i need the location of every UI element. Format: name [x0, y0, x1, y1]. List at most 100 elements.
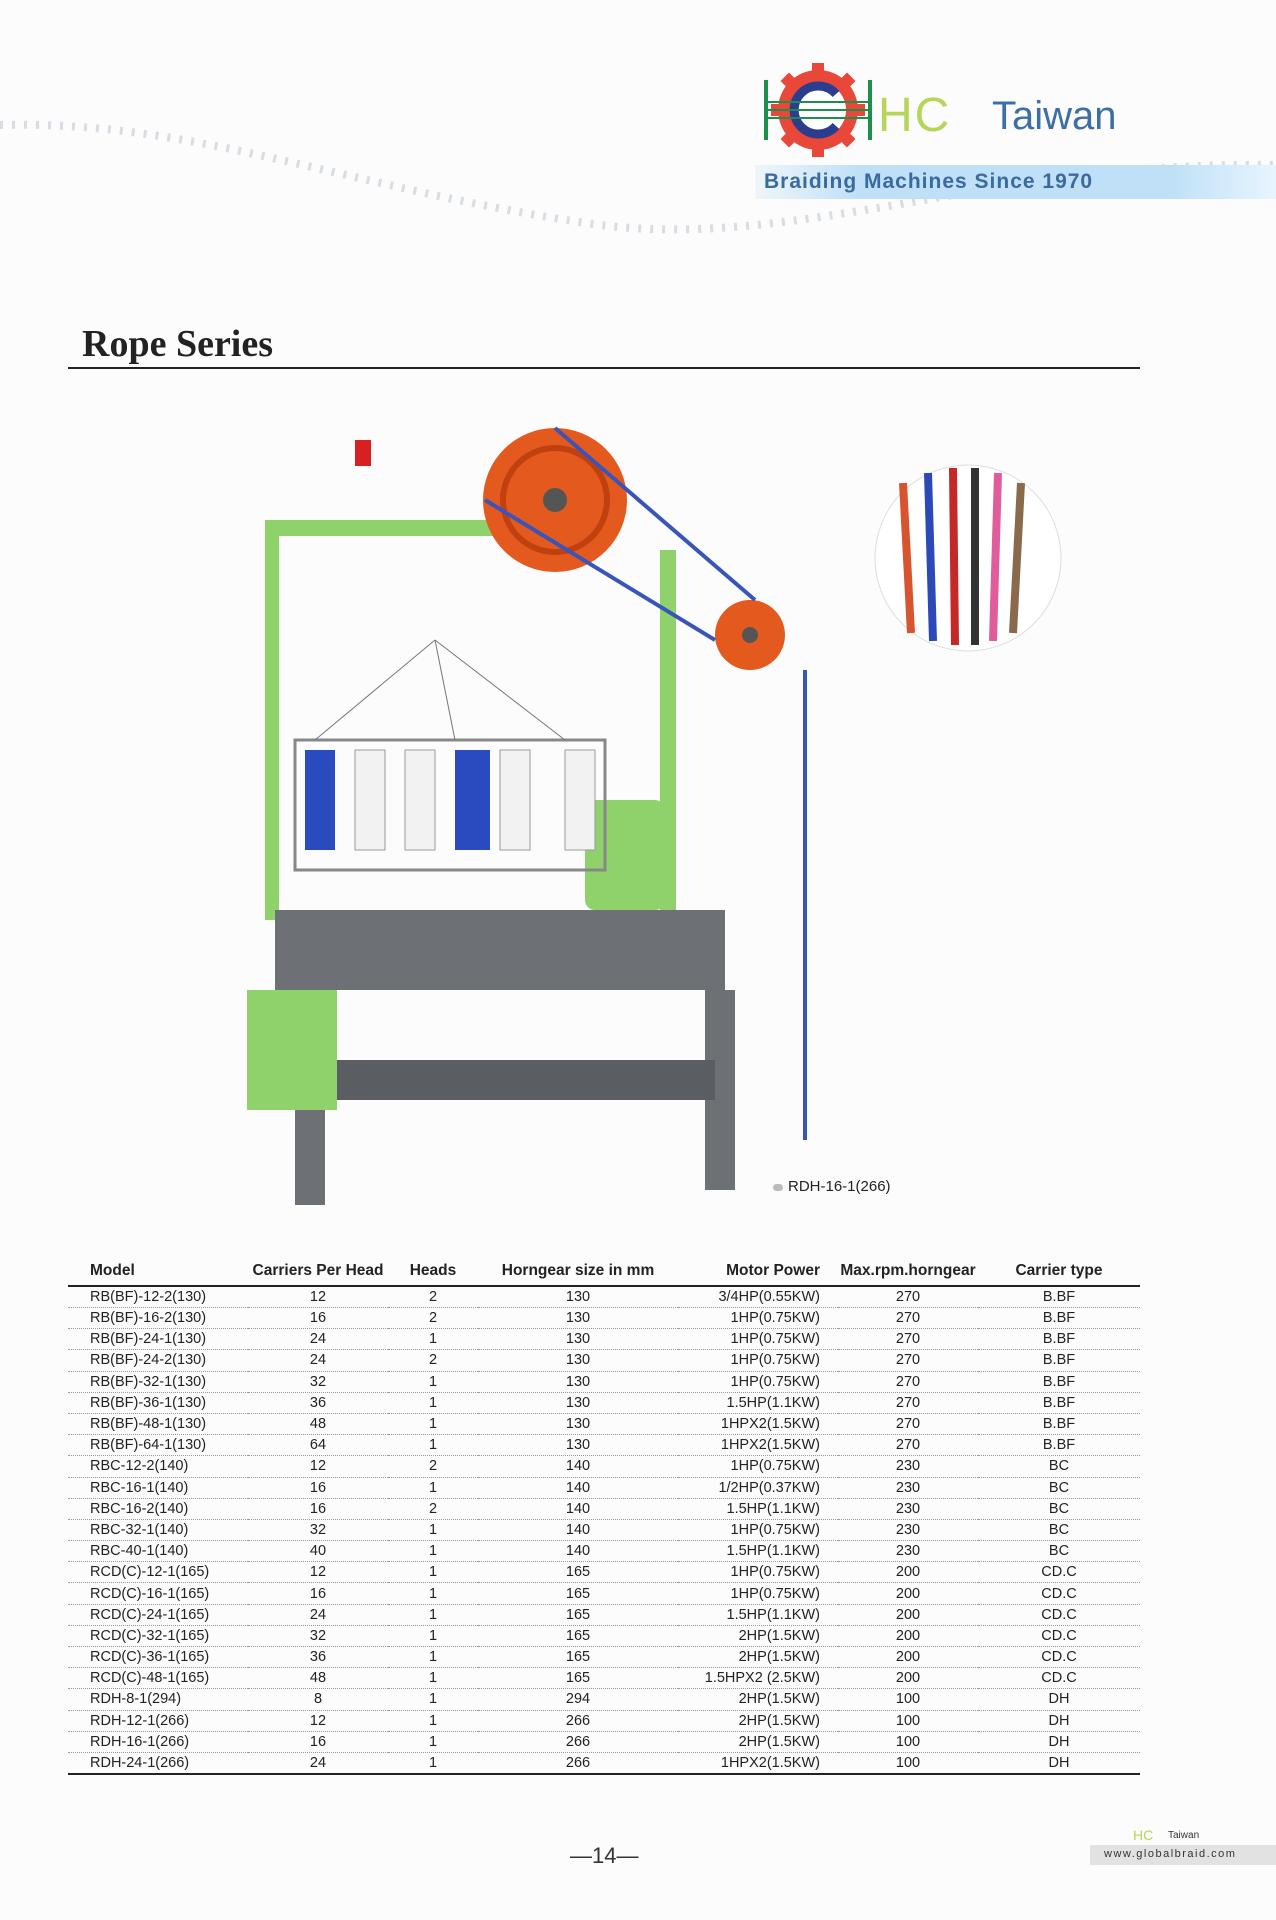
table-cell: 12	[248, 1286, 388, 1308]
table-cell: 32	[248, 1519, 388, 1542]
logo-country: Taiwan	[992, 94, 1117, 138]
table-cell: 1	[388, 1371, 478, 1393]
table-cell: 1HP(0.75KW)	[678, 1328, 838, 1351]
table-cell: 130	[478, 1349, 678, 1372]
table-cell: 1	[388, 1561, 478, 1584]
table-cell: 12	[248, 1710, 388, 1732]
image-caption-text: RDH-16-1(266)	[788, 1178, 891, 1195]
table-cell: 2	[388, 1349, 478, 1372]
table-cell: 100	[838, 1688, 978, 1711]
table-cell: 40	[248, 1540, 388, 1563]
table-cell: BC	[978, 1477, 1140, 1499]
table-cell: RB(BF)-24-1(130)	[68, 1328, 248, 1351]
table-cell: 16	[248, 1582, 388, 1605]
table-cell: RBC-32-1(140)	[68, 1519, 248, 1542]
table-cell: 140	[478, 1519, 678, 1542]
table-cell: 16	[248, 1731, 388, 1753]
table-cell: 2	[388, 1307, 478, 1330]
table-cell: DH	[978, 1688, 1140, 1711]
table-cell: 100	[838, 1731, 978, 1753]
table-cell: B.BF	[978, 1434, 1140, 1457]
table-cell: 100	[838, 1710, 978, 1732]
table-cell: 1	[388, 1604, 478, 1626]
table-cell: RCD(C)-48-1(165)	[68, 1667, 248, 1690]
table-cell: RBC-16-2(140)	[68, 1498, 248, 1520]
column-header: Carriers Per Head	[248, 1260, 388, 1287]
table-cell: B.BF	[978, 1413, 1140, 1436]
table-cell: 130	[478, 1286, 678, 1308]
table-cell: 1.5HP(1.1KW)	[678, 1540, 838, 1563]
table-cell: RBC-16-1(140)	[68, 1477, 248, 1499]
table-cell: 200	[838, 1604, 978, 1626]
table-cell: 200	[838, 1667, 978, 1690]
table-cell: 100	[838, 1752, 978, 1775]
table-cell: 1	[388, 1625, 478, 1648]
footer-bar	[1090, 1845, 1276, 1865]
table-cell: 1	[388, 1710, 478, 1732]
table-cell: B.BF	[978, 1371, 1140, 1393]
table-cell: RCD(C)-36-1(165)	[68, 1646, 248, 1669]
table-cell: BC	[978, 1519, 1140, 1542]
column-header: Horngear size in mm	[478, 1260, 678, 1287]
table-cell: 230	[838, 1498, 978, 1520]
table-cell: 2HP(1.5KW)	[678, 1646, 838, 1669]
bobbins	[293, 738, 607, 872]
table-cell: 24	[248, 1349, 388, 1372]
table-cell: RBC-12-2(140)	[68, 1455, 248, 1478]
table-cell: 270	[838, 1392, 978, 1414]
table-cell: 1	[388, 1540, 478, 1563]
table-cell: 12	[248, 1455, 388, 1478]
table-cell: 266	[478, 1752, 678, 1775]
table-cell: RB(BF)-12-2(130)	[68, 1286, 248, 1308]
table-cell: 1	[388, 1328, 478, 1351]
footer-logo-letters: HC	[1133, 1827, 1154, 1843]
logo-letters: HC	[878, 89, 952, 142]
title-divider	[68, 367, 1140, 369]
table-cell: 165	[478, 1582, 678, 1605]
table-cell: RCD(C)-16-1(165)	[68, 1582, 248, 1605]
table-cell: 1	[388, 1731, 478, 1753]
table-cell: RDH-16-1(266)	[68, 1731, 248, 1753]
table-cell: 140	[478, 1498, 678, 1520]
column-header: Heads	[388, 1260, 478, 1287]
table-cell: 1	[388, 1667, 478, 1690]
braiding-machine-image	[247, 426, 807, 1205]
table-cell: 1	[388, 1752, 478, 1775]
caption-bullet-icon	[773, 1184, 783, 1191]
table-cell: 16	[248, 1477, 388, 1499]
table-cell: 1HP(0.75KW)	[678, 1561, 838, 1584]
table-cell: 1	[388, 1646, 478, 1669]
table-cell: 1/2HP(0.37KW)	[678, 1477, 838, 1499]
table-cell: 1.5HPX2 (2.5KW)	[678, 1667, 838, 1690]
table-cell: 1HP(0.75KW)	[678, 1519, 838, 1542]
hc-gear-logo-icon	[764, 63, 872, 157]
table-cell: 140	[478, 1455, 678, 1478]
tagline-bar	[755, 165, 1276, 199]
table-cell: 270	[838, 1349, 978, 1372]
table-cell: 200	[838, 1625, 978, 1648]
table-cell: 1	[388, 1688, 478, 1711]
table-cell: 230	[838, 1540, 978, 1563]
table-cell: 32	[248, 1371, 388, 1393]
table-cell: 230	[838, 1519, 978, 1542]
table-cell: CD.C	[978, 1646, 1140, 1669]
table-cell: B.BF	[978, 1328, 1140, 1351]
table-cell: 64	[248, 1434, 388, 1457]
table-cell: 2	[388, 1455, 478, 1478]
table-cell: 1	[388, 1413, 478, 1436]
table-cell: 2HP(1.5KW)	[678, 1688, 838, 1711]
tagline: Braiding Machines Since 1970	[764, 170, 1094, 193]
